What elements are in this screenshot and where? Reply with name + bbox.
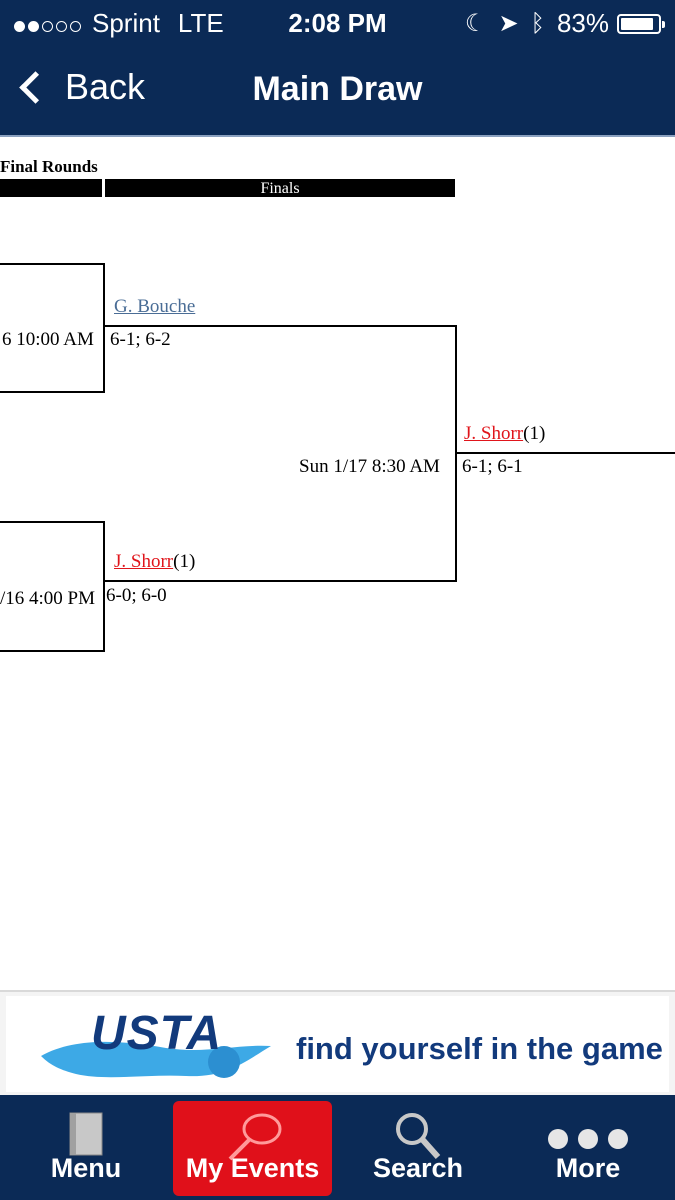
- tab-label: Search: [372, 1153, 464, 1183]
- ad-banner[interactable]: USTA find yourself in the game: [0, 990, 675, 1097]
- status-time: 2:08 PM: [288, 8, 387, 38]
- magnifier-icon: [396, 1113, 441, 1159]
- player-link[interactable]: G. Bouche: [114, 296, 195, 318]
- seed: (1): [523, 423, 546, 444]
- moon-icon: ☾: [464, 10, 487, 37]
- back-label: Back: [65, 66, 146, 107]
- bracket-line: [103, 263, 105, 393]
- nav-bar: Back Main Draw: [0, 46, 675, 135]
- battery-percent: 83%: [556, 8, 609, 38]
- bracket-line: [0, 263, 105, 265]
- match-time: /16 4:00 PM: [0, 588, 96, 609]
- player-name[interactable]: J. Shorr: [464, 423, 524, 444]
- signal-dots-icon: [14, 8, 84, 39]
- player-entry: J. Shorr(1): [114, 551, 195, 573]
- tab-label: More: [555, 1153, 621, 1183]
- tab-search[interactable]: Search: [340, 1101, 496, 1196]
- status-bar: Sprint LTE 2:08 PM ☾ ➤ ᛒ 83%: [0, 0, 675, 46]
- player-entry: J. Shorr(1): [464, 423, 545, 445]
- player-name[interactable]: J. Shorr: [114, 551, 174, 572]
- seed: (1): [173, 551, 196, 572]
- carrier-name: Sprint: [92, 8, 160, 38]
- bracket-view[interactable]: Final Rounds Finals 6 10:00 AM G. Bouche…: [0, 137, 675, 990]
- usta-logo: USTA: [91, 1007, 223, 1060]
- finals-header: Finals: [105, 179, 455, 197]
- bracket-line: [105, 580, 457, 582]
- match-score: 6-1; 6-1: [462, 456, 523, 477]
- status-right: ☾ ➤ ᛒ 83%: [464, 8, 665, 39]
- tab-bar: Menu My Events Search More: [0, 1095, 675, 1200]
- more-dots-icon: [548, 1129, 628, 1149]
- bracket-line: [105, 325, 457, 327]
- player-name[interactable]: G. Bouche: [114, 296, 196, 317]
- tab-label: My Events: [185, 1153, 320, 1183]
- ad-content[interactable]: USTA find yourself in the game: [6, 996, 669, 1092]
- tab-more[interactable]: More: [508, 1101, 668, 1196]
- match-time: 6 10:00 AM: [2, 329, 94, 350]
- location-arrow-icon: ➤: [498, 10, 519, 37]
- tennis-racket-icon: [228, 1113, 281, 1161]
- match-time: Sun 1/17 8:30 AM: [299, 456, 440, 477]
- bracket-line: [0, 391, 105, 393]
- page-title: Main Draw: [252, 70, 423, 108]
- flame-swoosh-icon: [41, 1041, 271, 1078]
- back-button[interactable]: Back: [16, 66, 145, 108]
- top-header: Sprint LTE 2:08 PM ☾ ➤ ᛒ 83% Back Main D…: [0, 0, 675, 135]
- round-header-bar: [0, 179, 102, 197]
- book-icon: [69, 1112, 103, 1156]
- bracket-line: [455, 325, 457, 582]
- bracket-line: [0, 650, 105, 652]
- network-type: LTE: [177, 8, 224, 38]
- bracket-line: [103, 521, 105, 652]
- status-left: Sprint LTE: [14, 8, 224, 39]
- section-title: Final Rounds: [0, 157, 98, 176]
- bracket-line: [0, 521, 105, 523]
- bluetooth-icon: ᛒ: [530, 9, 545, 37]
- bracket-line: [457, 452, 675, 454]
- tab-menu[interactable]: Menu: [8, 1101, 164, 1196]
- tab-my-events[interactable]: My Events: [173, 1101, 332, 1196]
- tab-label: Menu: [50, 1153, 122, 1183]
- ad-tagline: find yourself in the game: [296, 1031, 663, 1066]
- match-score: 6-1; 6-2: [110, 329, 171, 350]
- match-score: 6-0; 6-0: [106, 585, 167, 606]
- battery-icon: [617, 13, 665, 34]
- header-divider: [0, 135, 675, 137]
